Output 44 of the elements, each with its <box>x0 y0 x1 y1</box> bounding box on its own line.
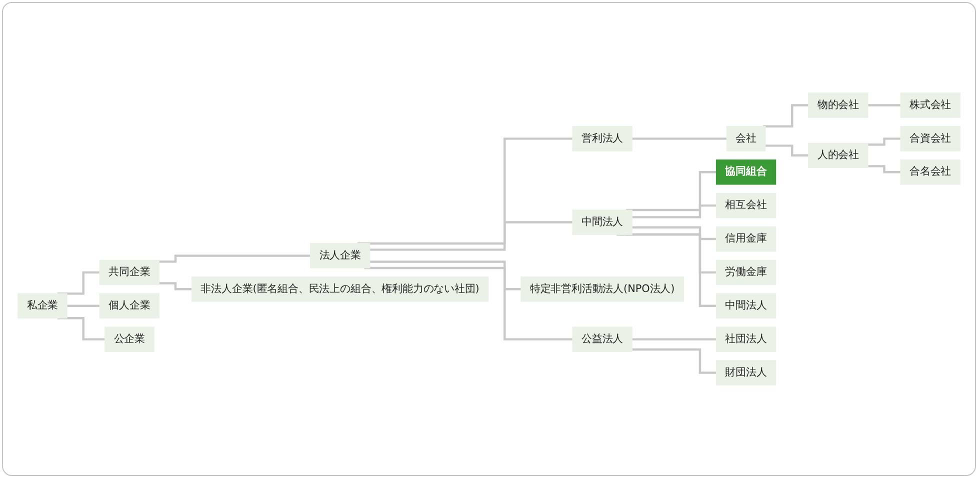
connector <box>370 260 522 290</box>
node-box: 特定非営利活動法人(NPO法人) <box>520 276 684 302</box>
node-box: 合資会社 <box>900 126 960 152</box>
node-box: 信用金庫 <box>716 226 776 252</box>
connector <box>159 254 312 263</box>
connector <box>762 104 810 128</box>
node-box: 私企業 <box>18 293 68 319</box>
connector <box>626 171 718 212</box>
connector <box>632 138 728 140</box>
connector <box>57 271 101 295</box>
node-box: 中間法人 <box>716 293 776 319</box>
connector <box>868 165 902 174</box>
node-box: 社団法人 <box>716 326 776 352</box>
node-box: 共同企業 <box>99 260 160 286</box>
connector <box>357 138 574 245</box>
connector <box>632 338 718 340</box>
connector <box>632 204 718 218</box>
node-box: 労働金庫 <box>716 260 776 286</box>
node-box: 協同組合 <box>716 159 776 185</box>
node-box: 営利法人 <box>572 126 632 152</box>
connector <box>868 104 902 106</box>
node-box: 財団法人 <box>716 360 776 386</box>
node-box: 法人企業 <box>310 243 370 268</box>
connector <box>159 282 193 290</box>
connector <box>632 348 718 374</box>
node-box: 会社 <box>726 126 766 152</box>
node-box: 公企業 <box>104 326 154 352</box>
connector <box>370 221 574 251</box>
connector <box>632 226 718 240</box>
node-box: 人的会社 <box>808 142 868 168</box>
connector <box>868 138 902 146</box>
node-box: 合名会社 <box>900 159 960 185</box>
connector <box>765 144 810 157</box>
node-box: 相互会社 <box>716 192 776 218</box>
connector <box>57 317 106 340</box>
node-box: 株式会社 <box>900 92 960 118</box>
node-box: 公益法人 <box>572 326 632 352</box>
node-box: 非法人企業(匿名組合、民法上の組合、権利能力のない社団) <box>191 276 489 302</box>
connector <box>364 266 574 340</box>
connector <box>616 233 718 307</box>
node-box: 中間法人 <box>572 210 632 235</box>
connector <box>67 304 101 307</box>
node-box: 物的会社 <box>808 92 868 118</box>
node-box: 個人企業 <box>99 293 160 319</box>
